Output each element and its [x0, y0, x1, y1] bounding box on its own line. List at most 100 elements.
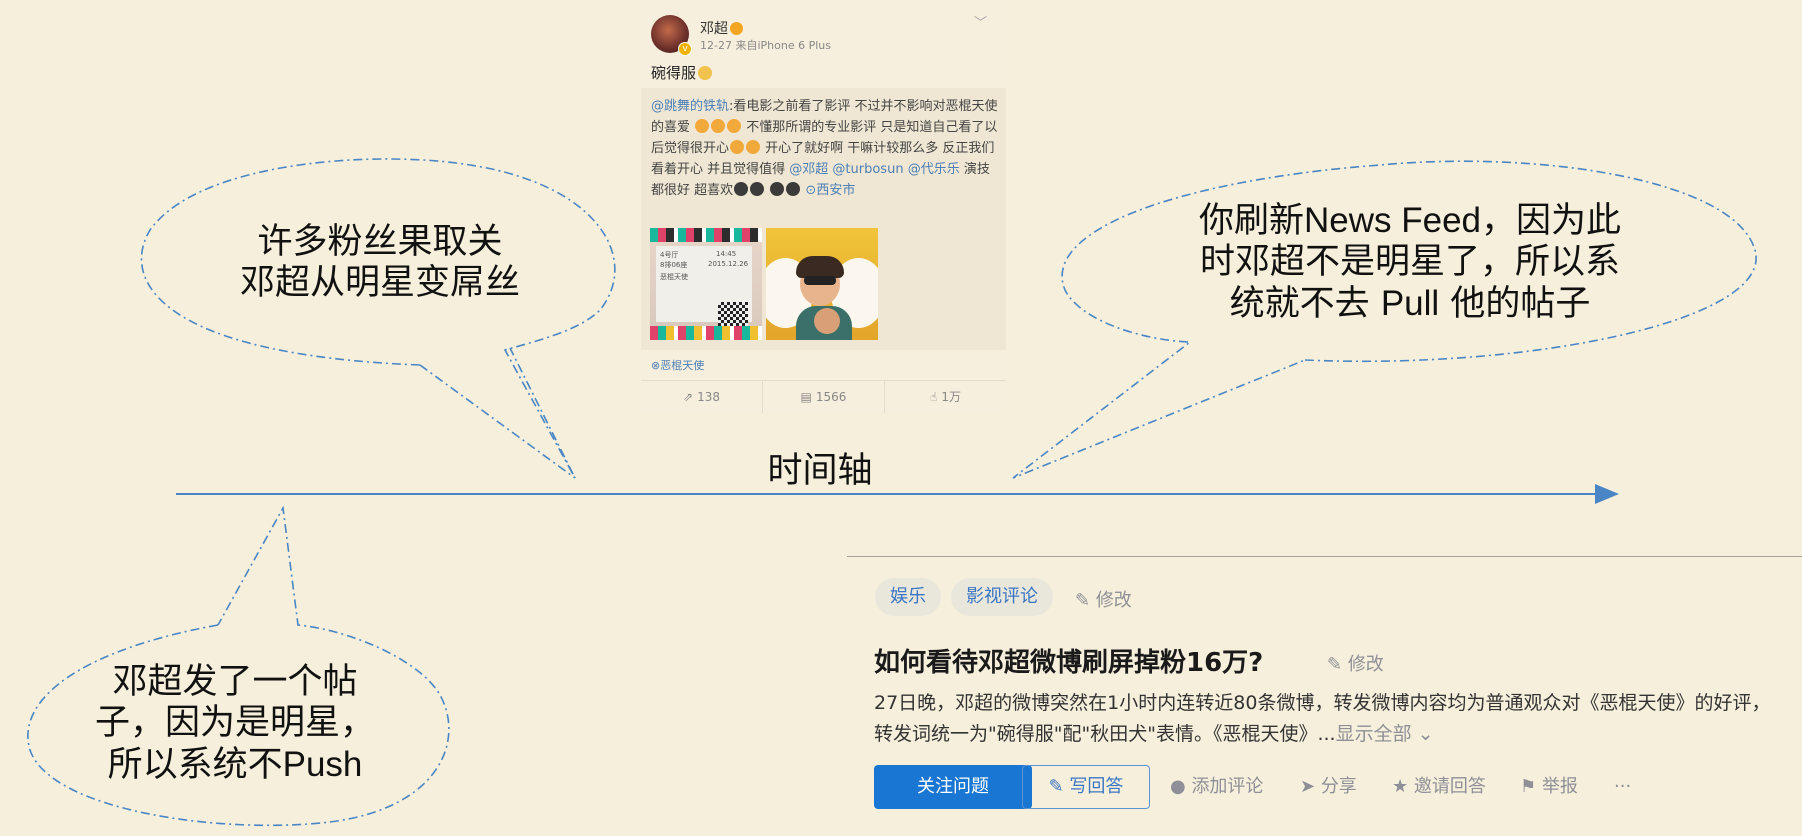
bubble-bottom-left-line2: 子，因为是明星，: [94, 703, 375, 743]
smile-emoji-icon: [730, 140, 745, 154]
poster-glasses: [804, 276, 836, 285]
tag-entertainment[interactable]: 娱乐: [875, 578, 941, 616]
bubble-text-left-top: 许多粉丝果取关 邓超从明星变屌丝: [200, 222, 560, 304]
repost-mention-link[interactable]: @跳舞的铁轨: [651, 99, 730, 114]
bubble-text-right-top: 你刷新News Feed，因为此 时邓超不是明星了，所以系 统就不去 Pull …: [1160, 200, 1660, 325]
tag-film-review[interactable]: 影视评论: [951, 578, 1053, 616]
speech-bubble-bottom-left: [27, 505, 450, 827]
invite-answer-button[interactable]: ★ 邀请回答: [1392, 765, 1486, 809]
bubble-text-bottom-left: 邓超发了一个帖 子，因为是明星， 所以系统不Push: [70, 662, 400, 786]
poster-hair: [796, 256, 844, 278]
repost-text: @跳舞的铁轨:看电影之前看了影评 不过并不影响对恶棍天使的喜爱 不懂那所谓的专业…: [651, 96, 1001, 201]
topic-link[interactable]: ⊗恶棍天使: [651, 357, 704, 373]
timeline-label: 时间轴: [767, 451, 873, 491]
invite-answer-label: 邀请回答: [1413, 776, 1486, 797]
repost-button[interactable]: ⇗138: [641, 381, 763, 413]
star-icon: ★: [1392, 776, 1414, 797]
pencil-icon: ✎: [1327, 654, 1348, 675]
repost-text-3: 开心了就好啊 干嘛计较那么多 反正我们看着开心 并且觉得值得: [651, 141, 995, 177]
ticket-tag: 恶棍天使: [660, 273, 688, 281]
ticket-time: 14:45: [716, 250, 737, 258]
edit-title-button[interactable]: ✎ 修改: [1327, 650, 1384, 676]
question-description: 27日晚，邓超的微博突然在1小时内连转近80条微博，转发微博内容均为普通观众对《…: [874, 688, 1789, 750]
add-comment-label: 添加评论: [1191, 776, 1264, 797]
smile-emoji-icon: [746, 140, 761, 154]
ticket-hall: 4号厅: [660, 251, 679, 259]
like-button[interactable]: ☝1万: [885, 381, 1006, 413]
ticket-paper: 4号厅 8排06座 14:45 2015.12.26 恶棍天使: [656, 246, 752, 332]
bubble-bottom-left-line3a: 所以系统不: [107, 745, 283, 785]
weibo-post-card: v 邓超 12-27 来自iPhone 6 Plus ﹀ 碗得服 @跳舞的铁轨:…: [641, 0, 1006, 413]
show-all-link[interactable]: 显示全部 ⌄: [1336, 723, 1434, 745]
movie-poster-photo[interactable]: [766, 228, 878, 340]
divider: [847, 556, 1802, 557]
topic-text: 恶棍天使: [660, 359, 705, 372]
bubble-right-top-line3b: Pull: [1380, 284, 1440, 323]
laugh-emoji-icon: [695, 119, 710, 133]
bubble-right-top-line1a: 你刷新: [1198, 201, 1304, 241]
edit-tags-button[interactable]: ✎ 修改: [1075, 586, 1132, 612]
pencil-icon: ✎: [1048, 776, 1070, 797]
bubble-bottom-left-line3b: Push: [282, 745, 363, 784]
post-text-content: 碗得服: [651, 64, 697, 82]
zhihu-question-panel: 娱乐 影视评论 ✎ 修改 如何看待邓超微博刷屏掉粉16万? ✎ 修改 27日晚，…: [847, 556, 1802, 836]
comment-icon: ▤: [800, 390, 812, 404]
bubble-right-top-line3c: 他的帖子: [1439, 284, 1591, 324]
comment-count: 1566: [815, 390, 847, 404]
ticket-row: 8排06座: [660, 261, 688, 269]
comment-button[interactable]: ▤1566: [763, 381, 885, 413]
report-button[interactable]: ⚑ 举报: [1520, 765, 1578, 809]
post-meta: 12-27 来自iPhone 6 Plus: [700, 39, 831, 52]
poster-face-2: [814, 308, 840, 334]
more-options-button[interactable]: ···: [1614, 776, 1632, 797]
add-comment-button[interactable]: ● 添加评论: [1170, 765, 1263, 809]
cool-emoji-icon: [770, 182, 785, 196]
repost-icon: ⇗: [683, 390, 694, 404]
pencil-icon: ✎: [1075, 590, 1096, 611]
bubble-bottom-left-line1: 邓超发了一个帖: [112, 662, 358, 702]
post-text: 碗得服: [651, 62, 713, 83]
verified-badge-icon: v: [678, 42, 692, 56]
post-action-bar: ⇗138 ▤1566 ☝1万: [641, 380, 1006, 413]
cool-emoji-icon: [786, 182, 801, 196]
ticket-stripe-bottom: [650, 326, 762, 340]
bubble-right-top-line1b: News Feed: [1303, 201, 1482, 240]
bubble-left-top-line1: 许多粉丝果取关: [257, 222, 503, 262]
repost-block: @跳舞的铁轨:看电影之前看了影评 不过并不影响对恶棍天使的喜爱 不懂那所谓的专业…: [641, 88, 1006, 350]
speech-bubble-right-top: [1012, 160, 1757, 479]
question-description-text: 27日晚，邓超的微博突然在1小时内连转近80条微博，转发微博内容均为普通观众对《…: [874, 692, 1771, 745]
follow-question-button[interactable]: 关注问题: [874, 765, 1032, 809]
share-button[interactable]: ➤ 分享: [1300, 765, 1357, 809]
show-all-label: 显示全部: [1335, 723, 1412, 745]
ticket-photo[interactable]: 4号厅 8排06座 14:45 2015.12.26 恶棍天使: [650, 228, 762, 340]
laugh-emoji-icon: [727, 119, 742, 133]
location-link[interactable]: ⊙西安市: [805, 183, 855, 198]
thumbs-up-icon: ☝: [930, 390, 938, 404]
cool-emoji-icon: [750, 182, 765, 196]
chevron-down-icon[interactable]: ﹀: [974, 16, 988, 31]
repost-text-1: :看电影之前看了影评 不过并不影响对恶棍天使的喜爱: [651, 99, 998, 135]
mention-turbosun-link[interactable]: @turbosun: [832, 162, 904, 177]
bubble-right-top-line3a: 统就不去: [1229, 284, 1381, 324]
emoji-icon: [730, 22, 743, 35]
topic-icon: ⊗: [651, 359, 661, 372]
bubble-left-top-line2: 邓超从明星变屌丝: [239, 263, 520, 303]
bubble-right-top-line1c: ，因为此: [1481, 201, 1622, 241]
location-text: 西安市: [816, 183, 856, 198]
mention-dailele-link[interactable]: @代乐乐: [907, 162, 960, 177]
dog-emoji-icon: [698, 66, 713, 80]
speech-bubble-left-top: [140, 158, 616, 479]
user-name[interactable]: 邓超: [700, 18, 743, 38]
mention-dengchao-link[interactable]: @邓超: [789, 162, 829, 177]
paper-plane-icon: ➤: [1300, 776, 1321, 797]
report-label: 举报: [1541, 776, 1578, 797]
repost-count: 138: [697, 390, 720, 404]
question-title: 如何看待邓超微博刷屏掉粉16万?: [874, 648, 1264, 678]
write-answer-button[interactable]: ✎ 写回答: [1022, 765, 1150, 809]
cool-emoji-icon: [734, 182, 749, 196]
ticket-date: 2015.12.26: [708, 260, 749, 268]
share-label: 分享: [1320, 776, 1357, 797]
edit-tags-label: 修改: [1095, 590, 1132, 611]
flag-icon: ⚑: [1520, 776, 1542, 797]
